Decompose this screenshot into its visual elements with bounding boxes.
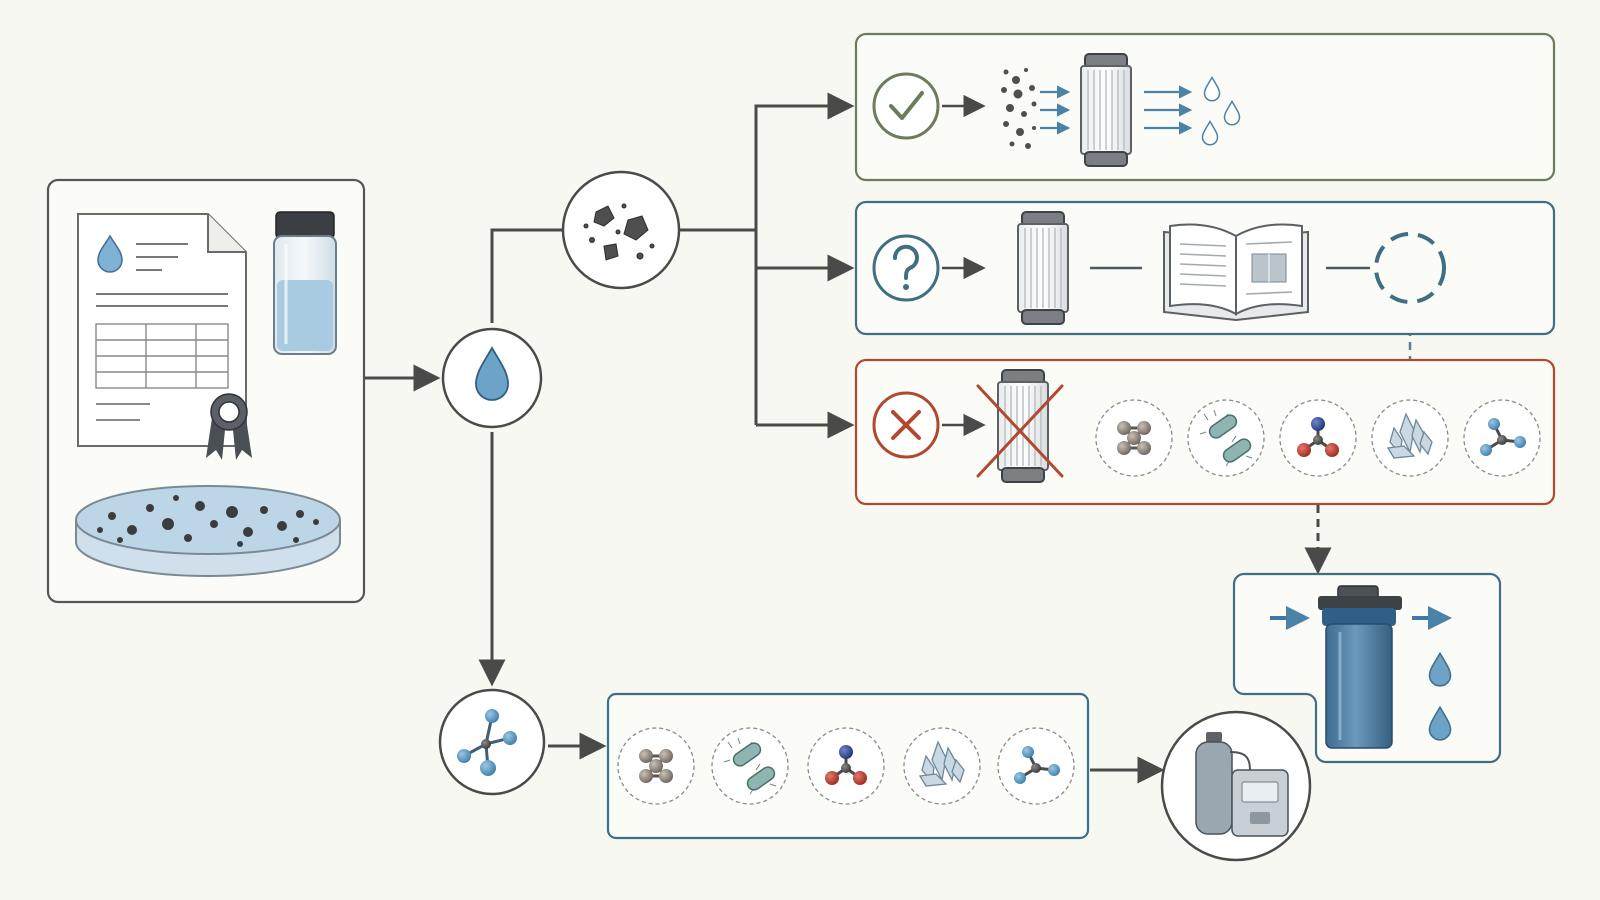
outcome-pass-panel [854,32,1556,182]
fail-contaminant-list [1095,399,1541,477]
particles-icon [583,203,655,261]
bacteria-icon [1187,399,1265,477]
filter-cartridge-icon [1080,53,1132,167]
filter-cartridge-icon [1017,211,1069,325]
water-hub [441,327,543,429]
manual-book-icon [1163,223,1309,322]
petri-dish-icon [75,485,341,577]
connector-water-to-particles [490,228,562,323]
bacteria-icon [711,727,789,805]
crystal-icon [903,727,981,805]
molecule-icon [997,727,1075,805]
whole-house-filter-panel [1232,572,1502,764]
award-ribbon-icon [206,393,252,460]
question-icon [872,234,940,302]
checkmark-icon [872,72,940,140]
cross-icon [872,391,940,459]
water-sample-vial-icon [273,211,337,355]
dashed-circle-icon [1374,232,1446,304]
outcome-fail-panel [854,358,1556,506]
chemical-compound-icon [617,727,695,805]
report-drop-icon [97,234,123,273]
connector-branch-trunk [754,92,855,425]
connectors [364,92,1412,784]
treatment-system-node [1160,710,1312,862]
molecule-icon [457,709,517,776]
particles-icon [1001,68,1037,149]
filter-housing-icon [1318,585,1402,749]
crystal-icon [1371,399,1449,477]
treatment-system-icon [1195,732,1289,837]
molecule-icon [1463,399,1541,477]
molecule-icon [807,727,885,805]
particles-hub [561,170,681,290]
water-drop-icon [475,346,509,401]
dissolved-hub [438,688,546,796]
outcome-unknown-panel [854,200,1556,336]
water-report-icon [77,213,247,447]
molecule-icon [1279,399,1357,477]
contaminants-panel [606,692,1090,840]
chemical-compound-icon [1095,399,1173,477]
source-panel [46,178,366,604]
crossed-out-filter-icon [976,369,1064,483]
